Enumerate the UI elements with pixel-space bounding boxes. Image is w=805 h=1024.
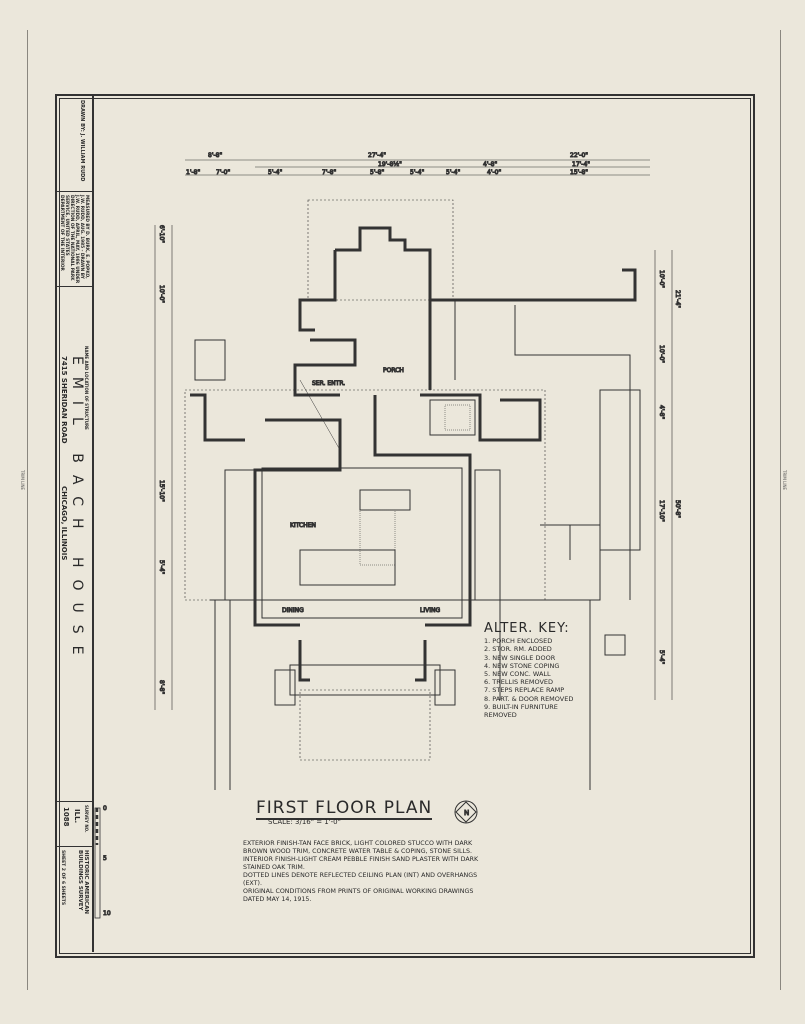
side-dimensions: 10'-0" 21'-4" 10'-0" 4'-8" 17'-10" 50'-8… (158, 225, 682, 695)
svg-text:5'-4": 5'-4" (410, 169, 424, 176)
note: EXTERIOR FINISH-TAN FACE BRICK, LIGHT CO… (243, 840, 473, 855)
city: CHICAGO, ILLINOIS (60, 486, 68, 561)
scale-label-10: 10 (103, 910, 111, 917)
plan-title: FIRST FLOOR PLAN (256, 798, 433, 820)
note: ORIGINAL CONDITIONS FROM PRINTS OF ORIGI… (243, 888, 474, 903)
svg-text:6'-10": 6'-10" (158, 225, 165, 243)
svg-text:5'-4": 5'-4" (658, 650, 665, 664)
scale-bar: 0 5 10 (94, 805, 111, 919)
agency-cell: HISTORIC AMERICAN BUILDINGS SURVEY SHEET… (57, 846, 92, 952)
room-labels: PORCH SER. ENTR. KITCHEN DINING LIVING (282, 367, 441, 615)
svg-text:21'-4": 21'-4" (674, 290, 681, 308)
drawn-by: DRAWN BY: J. WILLIAM RUDD (79, 100, 85, 182)
alter-key-item: 9. BUILT-IN FURNITURE REMOVED (484, 702, 558, 720)
survey-state: ILL. (73, 809, 81, 824)
alter-key-item: 3. NEW SINGLE DOOR (484, 653, 556, 662)
svg-text:8'-8": 8'-8" (158, 680, 165, 694)
svg-text:10'-0": 10'-0" (658, 270, 665, 288)
sheet-trim-border (27, 30, 781, 990)
alter-key-title: ALTER. KEY: (484, 621, 570, 636)
measured-by: MEASURED BY D. BURK, E. POPKO, J.W. RUDD… (59, 195, 89, 284)
survey-label: SURVEY NO. (84, 805, 89, 833)
address: 7415 SHERIDAN ROAD (60, 356, 68, 444)
svg-text:5'-4": 5'-4" (268, 169, 282, 176)
survey-number: 1088 (62, 807, 70, 827)
room-service-entry: SER. ENTR. (312, 380, 345, 387)
note: INTERIOR FINISH-LIGHT CREAM PEBBLE FINIS… (243, 856, 479, 871)
trim-line-left: TRIM LINE (20, 470, 25, 491)
svg-text:15'-10": 15'-10" (158, 480, 165, 502)
structure-cell: NAME AND LOCATION OF STRUCTURE EMIL BACH… (57, 286, 92, 802)
svg-text:10'-0": 10'-0" (158, 285, 165, 303)
trim-line-right: TRIM LINE (782, 470, 787, 491)
alter-key-item: 6. TRELLIS REMOVED (484, 678, 554, 687)
dimension-lines (154, 159, 673, 710)
room-living: LIVING (420, 607, 440, 614)
agency: HISTORIC AMERICAN BUILDINGS SURVEY (77, 850, 89, 914)
general-notes: EXTERIOR FINISH-TAN FACE BRICK, LIGHT CO… (243, 840, 493, 904)
svg-text:5'-4": 5'-4" (446, 169, 460, 176)
drawn-by-cell: DRAWN BY: J. WILLIAM RUDD (57, 96, 92, 192)
scale-label-5: 5 (103, 855, 107, 862)
sheet-number: SHEET 2 OF 6 SHEETS (60, 850, 65, 906)
svg-text:5'-8": 5'-8" (370, 169, 384, 176)
svg-text:4'-8": 4'-8" (483, 161, 497, 168)
title-block: DRAWN BY: J. WILLIAM RUDD MEASURED BY D.… (57, 96, 94, 952)
alter-key-item: 4. NEW STONE COPING (484, 661, 560, 670)
measured-by-cell: MEASURED BY D. BURK, E. POPKO, J.W. RUDD… (57, 191, 92, 287)
alter-key-item: 2. STOR. RM. ADDED (484, 645, 552, 654)
svg-text:7'-0": 7'-0" (216, 169, 230, 176)
top-dimensions: 8'-8" 27'-4" 22'-0" 19'-8½" 4'-8" 17'-4"… (186, 152, 591, 177)
svg-text:50'-8": 50'-8" (674, 500, 681, 518)
svg-text:17'-4": 17'-4" (572, 161, 590, 168)
note: DOTTED LINES DENOTE REFLECTED CEILING PL… (243, 872, 478, 887)
svg-text:8'-8": 8'-8" (208, 152, 222, 159)
alter-key: ALTER. KEY: 1. PORCH ENCLOSED 2. STOR. R… (484, 621, 579, 720)
alter-key-item: 1. PORCH ENCLOSED (484, 637, 553, 646)
svg-text:27'-4": 27'-4" (368, 152, 386, 159)
svg-text:5'-4": 5'-4" (158, 560, 165, 574)
svg-text:4'-0": 4'-0" (487, 169, 501, 176)
name-location-label: NAME AND LOCATION OF STRUCTURE (84, 346, 89, 430)
room-porch: PORCH (383, 367, 404, 374)
drawing-frame (55, 94, 755, 958)
alter-key-item: 8. PART. & DOOR REMOVED (484, 694, 574, 703)
structure-name: EMIL BACH HOUSE (69, 356, 85, 667)
svg-text:22'-0": 22'-0" (570, 152, 588, 159)
alter-key-item: 7. STEPS REPLACE RAMP (484, 686, 565, 695)
alter-key-item: 5. NEW CONC. WALL (484, 670, 551, 679)
svg-text:4'-8": 4'-8" (658, 405, 665, 419)
plan-scale: SCALE: 3/16" = 1'-0" (268, 818, 341, 826)
survey-cell: SURVEY NO. ILL. 1088 (57, 801, 92, 847)
svg-text:7'-8": 7'-8" (322, 169, 336, 176)
north-arrow: N (454, 800, 478, 824)
scale-label-0: 0 (103, 805, 107, 812)
svg-text:N: N (464, 809, 469, 817)
svg-text:10'-0": 10'-0" (658, 345, 665, 363)
walls (190, 226, 637, 682)
svg-text:17'-10": 17'-10" (658, 500, 665, 522)
svg-text:1'-8": 1'-8" (186, 169, 200, 176)
svg-text:19'-8½": 19'-8½" (378, 161, 402, 168)
hatched-areas (299, 379, 471, 566)
room-dining: DINING (282, 607, 304, 614)
svg-text:15'-8": 15'-8" (570, 169, 588, 176)
room-kitchen: KITCHEN (290, 522, 316, 529)
